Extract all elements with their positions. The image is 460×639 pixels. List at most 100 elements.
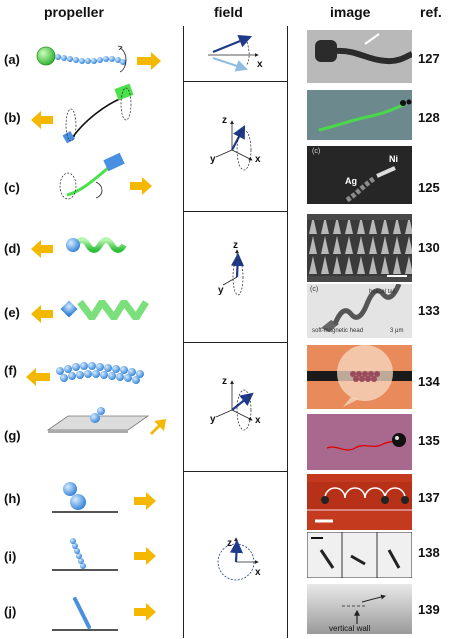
cube-head	[60, 300, 78, 318]
propeller-f	[26, 362, 144, 386]
header-propeller: propeller	[44, 4, 104, 20]
field-column-left-border	[183, 26, 184, 638]
field-diagram-1: x	[208, 35, 263, 72]
bead-chain	[55, 54, 126, 65]
axis-x-label: x	[255, 415, 261, 426]
ref-h: 137	[418, 490, 440, 505]
image-j-wall-label: vertical wall	[329, 624, 371, 633]
field-divider-3	[183, 342, 287, 343]
row-label-b: (b)	[4, 110, 21, 125]
row-label-e: (e)	[4, 305, 20, 320]
green-block	[114, 83, 134, 101]
image-b	[307, 90, 412, 140]
axis-x-label: x	[257, 59, 263, 70]
field-column-right-border	[287, 26, 288, 638]
field-divider-1	[183, 81, 287, 82]
ref-e: 133	[418, 303, 440, 318]
axis-z-label: z	[227, 538, 232, 549]
axis-y-label: y	[210, 154, 216, 165]
axis-y-label: y	[218, 285, 224, 296]
propeller-a	[36, 45, 161, 73]
motion-arrow-left-icon	[31, 240, 53, 258]
field-diagram-4: z y x	[210, 376, 261, 431]
image-c: (c) Ni Ag	[307, 146, 412, 204]
image-c-ag-label: Ag	[345, 176, 357, 186]
motion-arrow-diagonal-icon	[150, 419, 166, 435]
field-divider-2	[183, 211, 287, 212]
row-label-g: (g)	[4, 428, 21, 443]
header-image: image	[330, 4, 371, 20]
row-label-h: (h)	[4, 491, 21, 506]
image-e-scale-label: 3 μm	[390, 328, 404, 334]
bead-cluster	[56, 362, 144, 384]
motion-arrow-right-icon	[134, 492, 156, 510]
header-ref: ref.	[420, 4, 442, 20]
image-e-tail-label: helical tail	[369, 289, 396, 295]
axis-y-label: y	[210, 414, 216, 425]
header-field: field	[214, 4, 243, 20]
propeller-b	[31, 83, 134, 144]
ref-b: 128	[418, 110, 440, 125]
axis-x-label: x	[255, 567, 261, 578]
rotation-ellipse-icon	[59, 172, 77, 200]
axis-z-label: z	[222, 376, 227, 387]
rotation-arrow-icon	[119, 47, 127, 73]
axis-z-label: z	[222, 115, 227, 126]
field-divider-4	[183, 471, 287, 472]
ref-a: 127	[418, 51, 440, 66]
magnetic-head-icon	[36, 46, 56, 66]
ref-c: 125	[418, 180, 440, 195]
propeller-g	[46, 407, 166, 435]
axis-z-label: z	[233, 240, 238, 251]
field-diagram-2: z y x	[210, 115, 261, 171]
motion-arrow-left-icon	[26, 368, 50, 386]
rotation-ellipse-icon	[65, 108, 77, 142]
propeller-d	[31, 237, 127, 258]
motion-arrow-left-icon	[31, 111, 53, 129]
image-e-head-label: soft-magnetic head	[312, 328, 364, 334]
row-label-a: (a)	[4, 52, 20, 67]
propeller-e	[31, 299, 149, 323]
image-c-tag: (c)	[312, 148, 321, 155]
image-e: (c) helical tail soft-magnetic head 3 μm	[307, 284, 412, 338]
image-f	[307, 345, 412, 409]
image-j: vertical wall	[307, 584, 412, 634]
motion-arrow-right-icon	[130, 177, 152, 195]
motion-arrow-right-icon	[134, 603, 156, 621]
field-diagram-5: z x	[217, 537, 261, 581]
axis-x-label: x	[255, 154, 261, 165]
tilted-rod	[73, 597, 91, 629]
field-diagram-3: z y	[218, 240, 245, 296]
ref-f: 134	[418, 374, 440, 389]
rotation-arrow-icon	[95, 181, 103, 199]
green-rod	[66, 166, 109, 197]
helix-tail	[73, 237, 127, 253]
propeller-i	[52, 538, 156, 571]
propeller-h	[52, 482, 156, 513]
ref-d: 130	[418, 240, 440, 255]
image-g	[307, 414, 412, 470]
row-label-f: (f)	[4, 363, 17, 378]
flexible-rod	[71, 97, 123, 139]
propeller-j	[52, 597, 156, 631]
row-label-i: (i)	[4, 549, 17, 564]
ref-j: 139	[418, 602, 440, 617]
rotation-ellipse-icon	[120, 87, 132, 121]
image-d	[307, 214, 412, 282]
image-a	[307, 30, 412, 83]
image-h	[307, 474, 412, 530]
image-i	[307, 532, 412, 578]
blue-head	[103, 152, 125, 172]
propeller-c	[59, 152, 152, 200]
row-label-j: (j)	[4, 604, 17, 619]
motion-arrow-left-icon	[31, 305, 53, 323]
ref-i: 138	[418, 545, 440, 560]
motion-arrow-right-icon	[134, 547, 156, 565]
sphere-head	[66, 238, 80, 252]
image-c-ni-label: Ni	[389, 154, 398, 164]
ribbon-helix-tail	[77, 299, 149, 321]
blue-block	[62, 131, 75, 144]
ref-g: 135	[418, 433, 440, 448]
